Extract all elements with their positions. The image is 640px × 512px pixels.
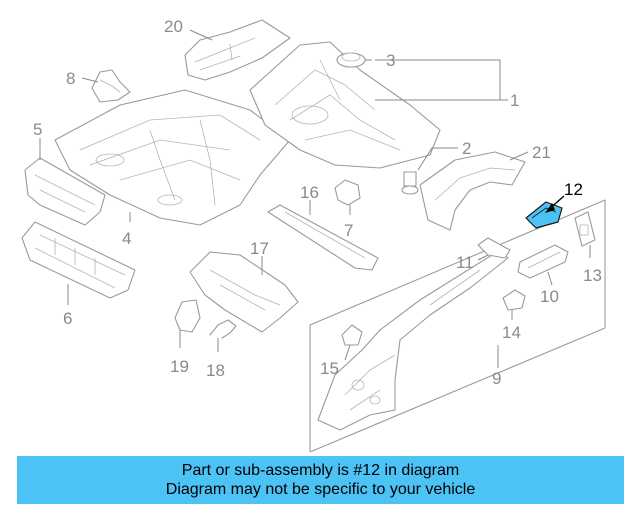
callout-3: 3 (386, 51, 395, 70)
callout-1: 1 (510, 91, 519, 110)
callout-2: 2 (462, 139, 471, 158)
parts-diagram: 1 2 3 4 5 6 7 8 9 10 11 12 13 14 15 16 1… (21, 17, 606, 452)
part-20-shape (184, 19, 291, 81)
part-11-shape (477, 237, 511, 259)
callout-12: 12 (564, 180, 583, 199)
callout-11: 11 (456, 253, 474, 272)
info-banner: Part or sub-assembly is #12 in diagram D… (17, 456, 624, 504)
callout-labels: 1 2 3 4 5 6 7 8 9 10 11 12 13 14 15 16 1… (33, 17, 602, 388)
banner-line-1: Part or sub-assembly is #12 in diagram (181, 462, 460, 479)
part-19-shape (174, 299, 201, 333)
callout-5: 5 (33, 120, 42, 139)
callout-19: 19 (170, 357, 189, 376)
leader-lines (39, 29, 591, 368)
part-5-shape (24, 157, 106, 226)
sub-assembly-box (309, 199, 606, 452)
part-15-shape (341, 324, 363, 346)
highlight-arrow (545, 195, 565, 213)
part-18-shape (209, 319, 237, 339)
callout-16: 16 (300, 183, 319, 202)
banner-line-2: Diagram may not be specific to your vehi… (165, 481, 476, 498)
part-10-shape (517, 244, 569, 279)
callout-21: 21 (532, 143, 551, 162)
part-16-shape (267, 204, 379, 271)
part-6-shape (21, 221, 136, 299)
callout-18: 18 (206, 361, 225, 380)
part-13-shape (574, 211, 596, 247)
callout-9: 9 (492, 369, 501, 388)
part-17-shape (189, 251, 299, 333)
part-4-shape (54, 89, 291, 226)
callout-13: 13 (583, 266, 602, 285)
part-14-shape (502, 289, 526, 311)
part-21-shape (419, 151, 526, 231)
callout-6: 6 (63, 309, 72, 328)
callout-4: 4 (122, 229, 131, 248)
callout-8: 8 (66, 69, 75, 88)
part-7-shape (334, 179, 361, 206)
callout-20: 20 (164, 17, 183, 36)
part-9-shape (317, 249, 509, 431)
part-3-shape (336, 52, 366, 68)
callout-10: 10 (540, 287, 559, 306)
part-1-shape (249, 41, 441, 169)
callout-14: 14 (502, 323, 521, 342)
part-2-shape (401, 171, 419, 195)
callout-7: 7 (344, 221, 353, 240)
part-12-shape[interactable] (525, 201, 563, 229)
part-8-shape (91, 69, 131, 103)
callout-17: 17 (250, 239, 269, 258)
callout-15: 15 (320, 359, 339, 378)
